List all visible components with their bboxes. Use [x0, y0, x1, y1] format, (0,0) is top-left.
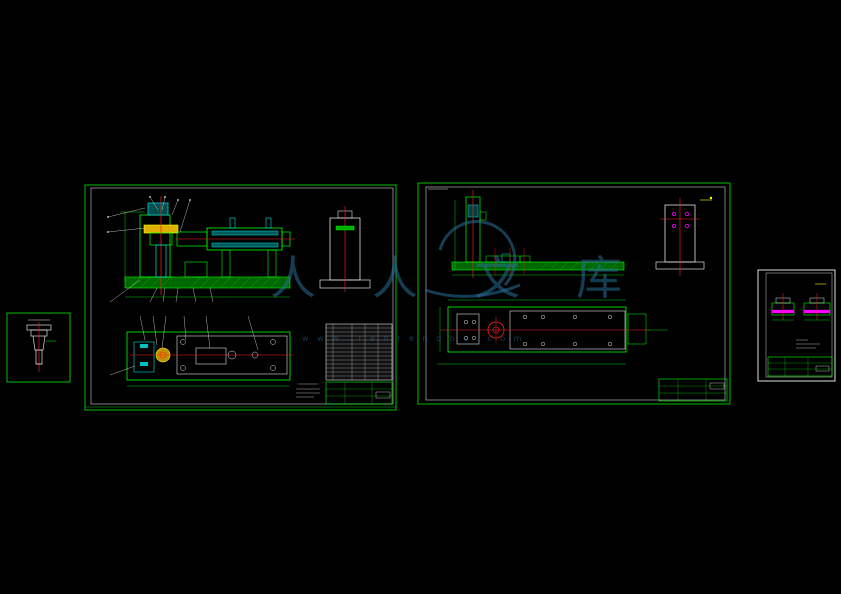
- base-plate-front-view: [451, 190, 625, 278]
- assembly-title-block: [296, 381, 393, 405]
- small-part-views: [771, 283, 831, 349]
- assembly-side-view: [319, 206, 371, 292]
- base-plate-title-block: [658, 378, 728, 402]
- watermark-url: w w w . r e n r e n d o c . c o m: [302, 334, 525, 343]
- sheet-base-plate[interactable]: [417, 182, 731, 405]
- watermark-logo: [424, 220, 521, 298]
- sheet-small-left[interactable]: [6, 312, 71, 383]
- base-plate-side-view: [655, 196, 713, 276]
- base-plate-top-view: [437, 299, 668, 365]
- watermark-text: 人人文库: [270, 251, 678, 305]
- assembly-front-view: [107, 196, 295, 303]
- punch-part-view: [26, 322, 56, 372]
- sheet-assembly[interactable]: [84, 184, 397, 411]
- assembly-top-view: [109, 315, 293, 387]
- parts-list-table: [325, 323, 393, 381]
- small-part-title-block: [767, 356, 833, 377]
- sheet-small-right[interactable]: [757, 269, 836, 382]
